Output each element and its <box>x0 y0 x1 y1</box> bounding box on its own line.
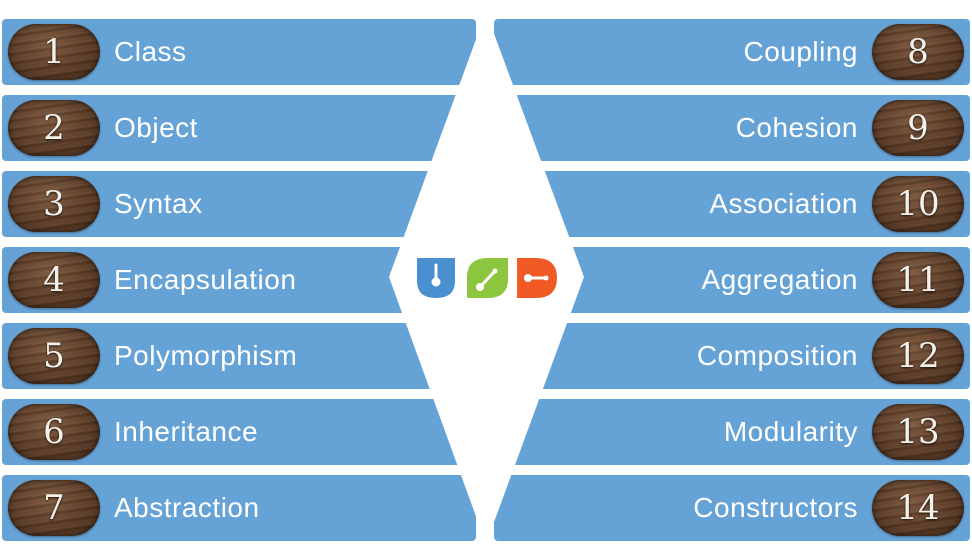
concept-label: Inheritance <box>114 416 259 447</box>
udd-logo-icon <box>417 258 557 298</box>
badge-number: 11 <box>896 260 940 300</box>
concept-label: Coupling <box>743 36 858 67</box>
concept-item-class: 1 Class <box>2 19 476 85</box>
badge-number: 7 <box>43 488 65 528</box>
number-badge: 12 <box>872 328 964 384</box>
number-badge: 7 <box>8 480 100 536</box>
concept-item-syntax: 3 Syntax <box>2 171 476 237</box>
number-badge: 10 <box>872 176 964 232</box>
concept-item-polymorphism: 5 Polymorphism <box>2 323 476 389</box>
badge-number: 2 <box>43 108 65 148</box>
concept-label: Modularity <box>723 416 858 447</box>
concept-label: Association <box>709 188 858 219</box>
number-badge: 6 <box>8 404 100 460</box>
concept-item-composition: 12 Composition <box>494 323 970 389</box>
concept-item-object: 2 Object <box>2 95 476 161</box>
number-badge: 5 <box>8 328 100 384</box>
number-badge: 1 <box>8 24 100 80</box>
concept-item-inheritance: 6 Inheritance <box>2 399 476 465</box>
concept-item-encapsulation: 4 Encapsulation <box>2 247 476 313</box>
badge-number: 13 <box>896 412 940 452</box>
concept-item-constructors: 14 Constructors <box>494 475 970 541</box>
number-badge: 9 <box>872 100 964 156</box>
concept-label: Class <box>114 36 187 67</box>
number-badge: 11 <box>872 252 964 308</box>
concept-label: Object <box>114 112 198 143</box>
concept-label: Composition <box>696 340 858 371</box>
concept-item-abstraction: 7 Abstraction <box>2 475 476 541</box>
number-badge: 13 <box>872 404 964 460</box>
concept-label: Polymorphism <box>114 340 298 371</box>
badge-number: 8 <box>907 32 929 72</box>
number-badge: 2 <box>8 100 100 156</box>
concept-item-modularity: 13 Modularity <box>494 399 970 465</box>
concept-label: Aggregation <box>701 264 858 295</box>
badge-number: 10 <box>896 184 940 224</box>
concept-label: Encapsulation <box>114 264 297 295</box>
badge-number: 6 <box>43 412 65 452</box>
badge-number: 12 <box>896 336 940 376</box>
concept-label: Syntax <box>114 188 203 219</box>
number-badge: 3 <box>8 176 100 232</box>
concept-label: Constructors <box>693 492 858 523</box>
concept-item-cohesion: 9 Cohesion <box>494 95 970 161</box>
concept-label: Abstraction <box>114 492 260 523</box>
number-badge: 8 <box>872 24 964 80</box>
badge-number: 14 <box>896 488 940 528</box>
badge-number: 3 <box>43 184 65 224</box>
concept-item-association: 10 Association <box>494 171 970 237</box>
concept-item-coupling: 8 Coupling <box>494 19 970 85</box>
badge-number: 1 <box>43 32 65 72</box>
number-badge: 4 <box>8 252 100 308</box>
badge-number: 4 <box>43 260 65 300</box>
badge-number: 5 <box>43 336 65 376</box>
badge-number: 9 <box>907 108 929 148</box>
concept-label: Cohesion <box>735 112 858 143</box>
number-badge: 14 <box>872 480 964 536</box>
